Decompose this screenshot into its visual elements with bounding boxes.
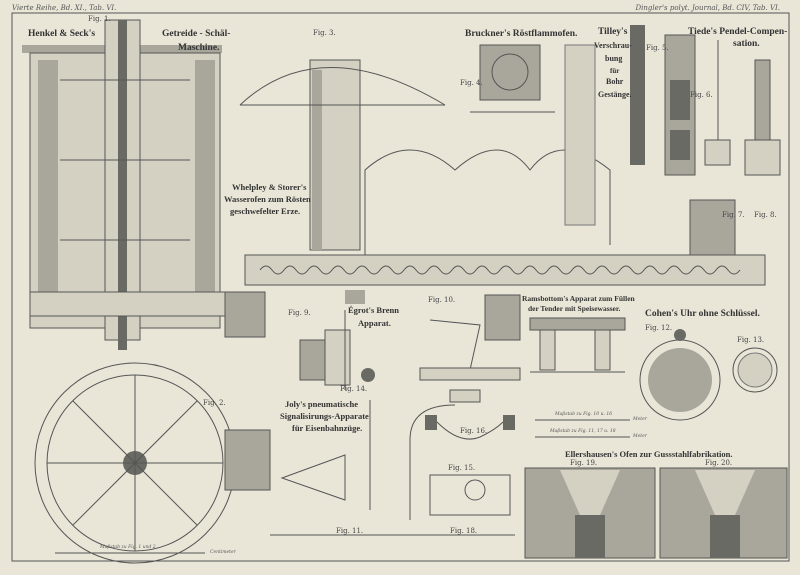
title-henkel-2: Getreide - Schäl- bbox=[162, 29, 231, 39]
scale-label-fig10-16: Maßstab zu Fig. 10 u. 16 bbox=[555, 412, 613, 417]
scale-unit-centimeter: Centimeter bbox=[210, 550, 236, 555]
fig-1-label: Fig. 1. bbox=[88, 15, 111, 23]
title-whelpley: Whelpley & Storer's bbox=[232, 182, 307, 192]
bruckner-furnace-drawing bbox=[470, 44, 555, 113]
fig-14-label: Fig. 14. bbox=[340, 385, 368, 393]
title-ramsbottom: Ramsbottom's Apparat zum Füllen bbox=[522, 294, 635, 303]
scale-unit-meter: Meter bbox=[633, 417, 647, 422]
ellershausen-furnace-drawing bbox=[524, 467, 788, 559]
fig-9-label: Fig. 9. bbox=[288, 309, 311, 317]
title-cohen: Cohen's Uhr ohne Schlüssel. bbox=[645, 309, 760, 319]
fig-18-label: Fig. 18. bbox=[450, 527, 478, 535]
title-henkel-3: Maschine. bbox=[178, 43, 220, 53]
title-joly-3: für Eisenbahnzüge. bbox=[292, 423, 363, 433]
title-tiede: Tiede's Pendel-Compen- bbox=[688, 27, 788, 37]
scale-label-fig11-17-18: Maßstab zu Fig. 11, 17 u. 18 bbox=[550, 429, 616, 434]
fig-7-label: Fig. 7. bbox=[722, 211, 745, 219]
title-ramsbottom-2: der Tender mit Speisewasser. bbox=[528, 304, 621, 313]
fig-2-label: Fig. 2. bbox=[203, 399, 226, 407]
title-joly-2: Signalisirungs-Apparate bbox=[280, 411, 369, 421]
grain-machine-plan-drawing bbox=[34, 362, 271, 564]
title-joly: Joly's pneumatische bbox=[285, 399, 358, 409]
tiede-pendulum-drawing bbox=[704, 40, 781, 176]
plate-header-left: Vierte Reihe, Bd. XI., Tab. VI. bbox=[12, 4, 117, 12]
fig-10-label: Fig. 10. bbox=[428, 296, 456, 304]
title-egrot: Égrot's Brenn bbox=[348, 305, 399, 315]
title-tilley-2: Verschrau- bbox=[594, 41, 632, 50]
title-tilley-5: Bohr bbox=[606, 77, 624, 86]
fig-3-label: Fig. 3. bbox=[313, 29, 336, 37]
grain-peeling-machine-drawing bbox=[22, 19, 266, 350]
title-whelpley-3: geschwefelter Erze. bbox=[230, 206, 301, 216]
fig-19-label: Fig. 19. bbox=[570, 459, 598, 467]
scale-label-fig1-2: Maßstab zu Fig. 1 und 2 bbox=[100, 545, 156, 550]
fig-16-label: Fig. 16. bbox=[460, 427, 488, 435]
fig-6-label: Fig. 6. bbox=[690, 91, 713, 99]
title-tiede-2: sation. bbox=[733, 39, 760, 49]
title-tilley-6: Gestänge. bbox=[598, 90, 632, 99]
fig-20-label: Fig. 20. bbox=[705, 459, 733, 467]
scale-bars bbox=[55, 419, 630, 554]
roasting-furnace-drawing bbox=[239, 44, 766, 286]
joly-signal-apparatus-drawing bbox=[270, 389, 515, 536]
ramsbottom-apparatus-drawing bbox=[419, 294, 626, 381]
tilley-screw-coupling-drawing bbox=[630, 25, 696, 176]
title-bruckner: Bruckner's Röstflammofen. bbox=[465, 29, 578, 39]
title-tilley-4: für bbox=[610, 67, 620, 75]
title-tilley: Tilley's bbox=[598, 27, 628, 37]
fig-5-label: Fig. 5. bbox=[646, 44, 669, 52]
fig-13-label: Fig. 13. bbox=[737, 336, 765, 344]
plate-header-right: Dingler's polyt. Journal, Bd. CIV, Tab. … bbox=[635, 4, 780, 12]
fig-4-label: Fig. 4. bbox=[460, 79, 483, 87]
title-tilley-3: bung bbox=[605, 54, 623, 63]
fig-15-label: Fig. 15. bbox=[448, 464, 476, 472]
fig-8-label: Fig. 8. bbox=[754, 211, 777, 219]
title-whelpley-2: Wasserofen zum Rösten bbox=[224, 194, 311, 204]
title-ellershausen: Ellershausen's Ofen zur Gussstahlfabrika… bbox=[565, 449, 733, 459]
cohen-watch-drawing bbox=[639, 329, 778, 421]
plate-border bbox=[11, 12, 790, 562]
fig-12-label: Fig. 12. bbox=[645, 324, 673, 332]
fig-11-label: Fig. 11. bbox=[336, 527, 364, 535]
title-henkel: Henkel & Seck's bbox=[28, 29, 96, 39]
egrot-distilling-drawing bbox=[299, 290, 375, 390]
scale-unit-meter-2: Meter bbox=[633, 434, 647, 439]
title-egrot-2: Apparat. bbox=[358, 318, 391, 328]
